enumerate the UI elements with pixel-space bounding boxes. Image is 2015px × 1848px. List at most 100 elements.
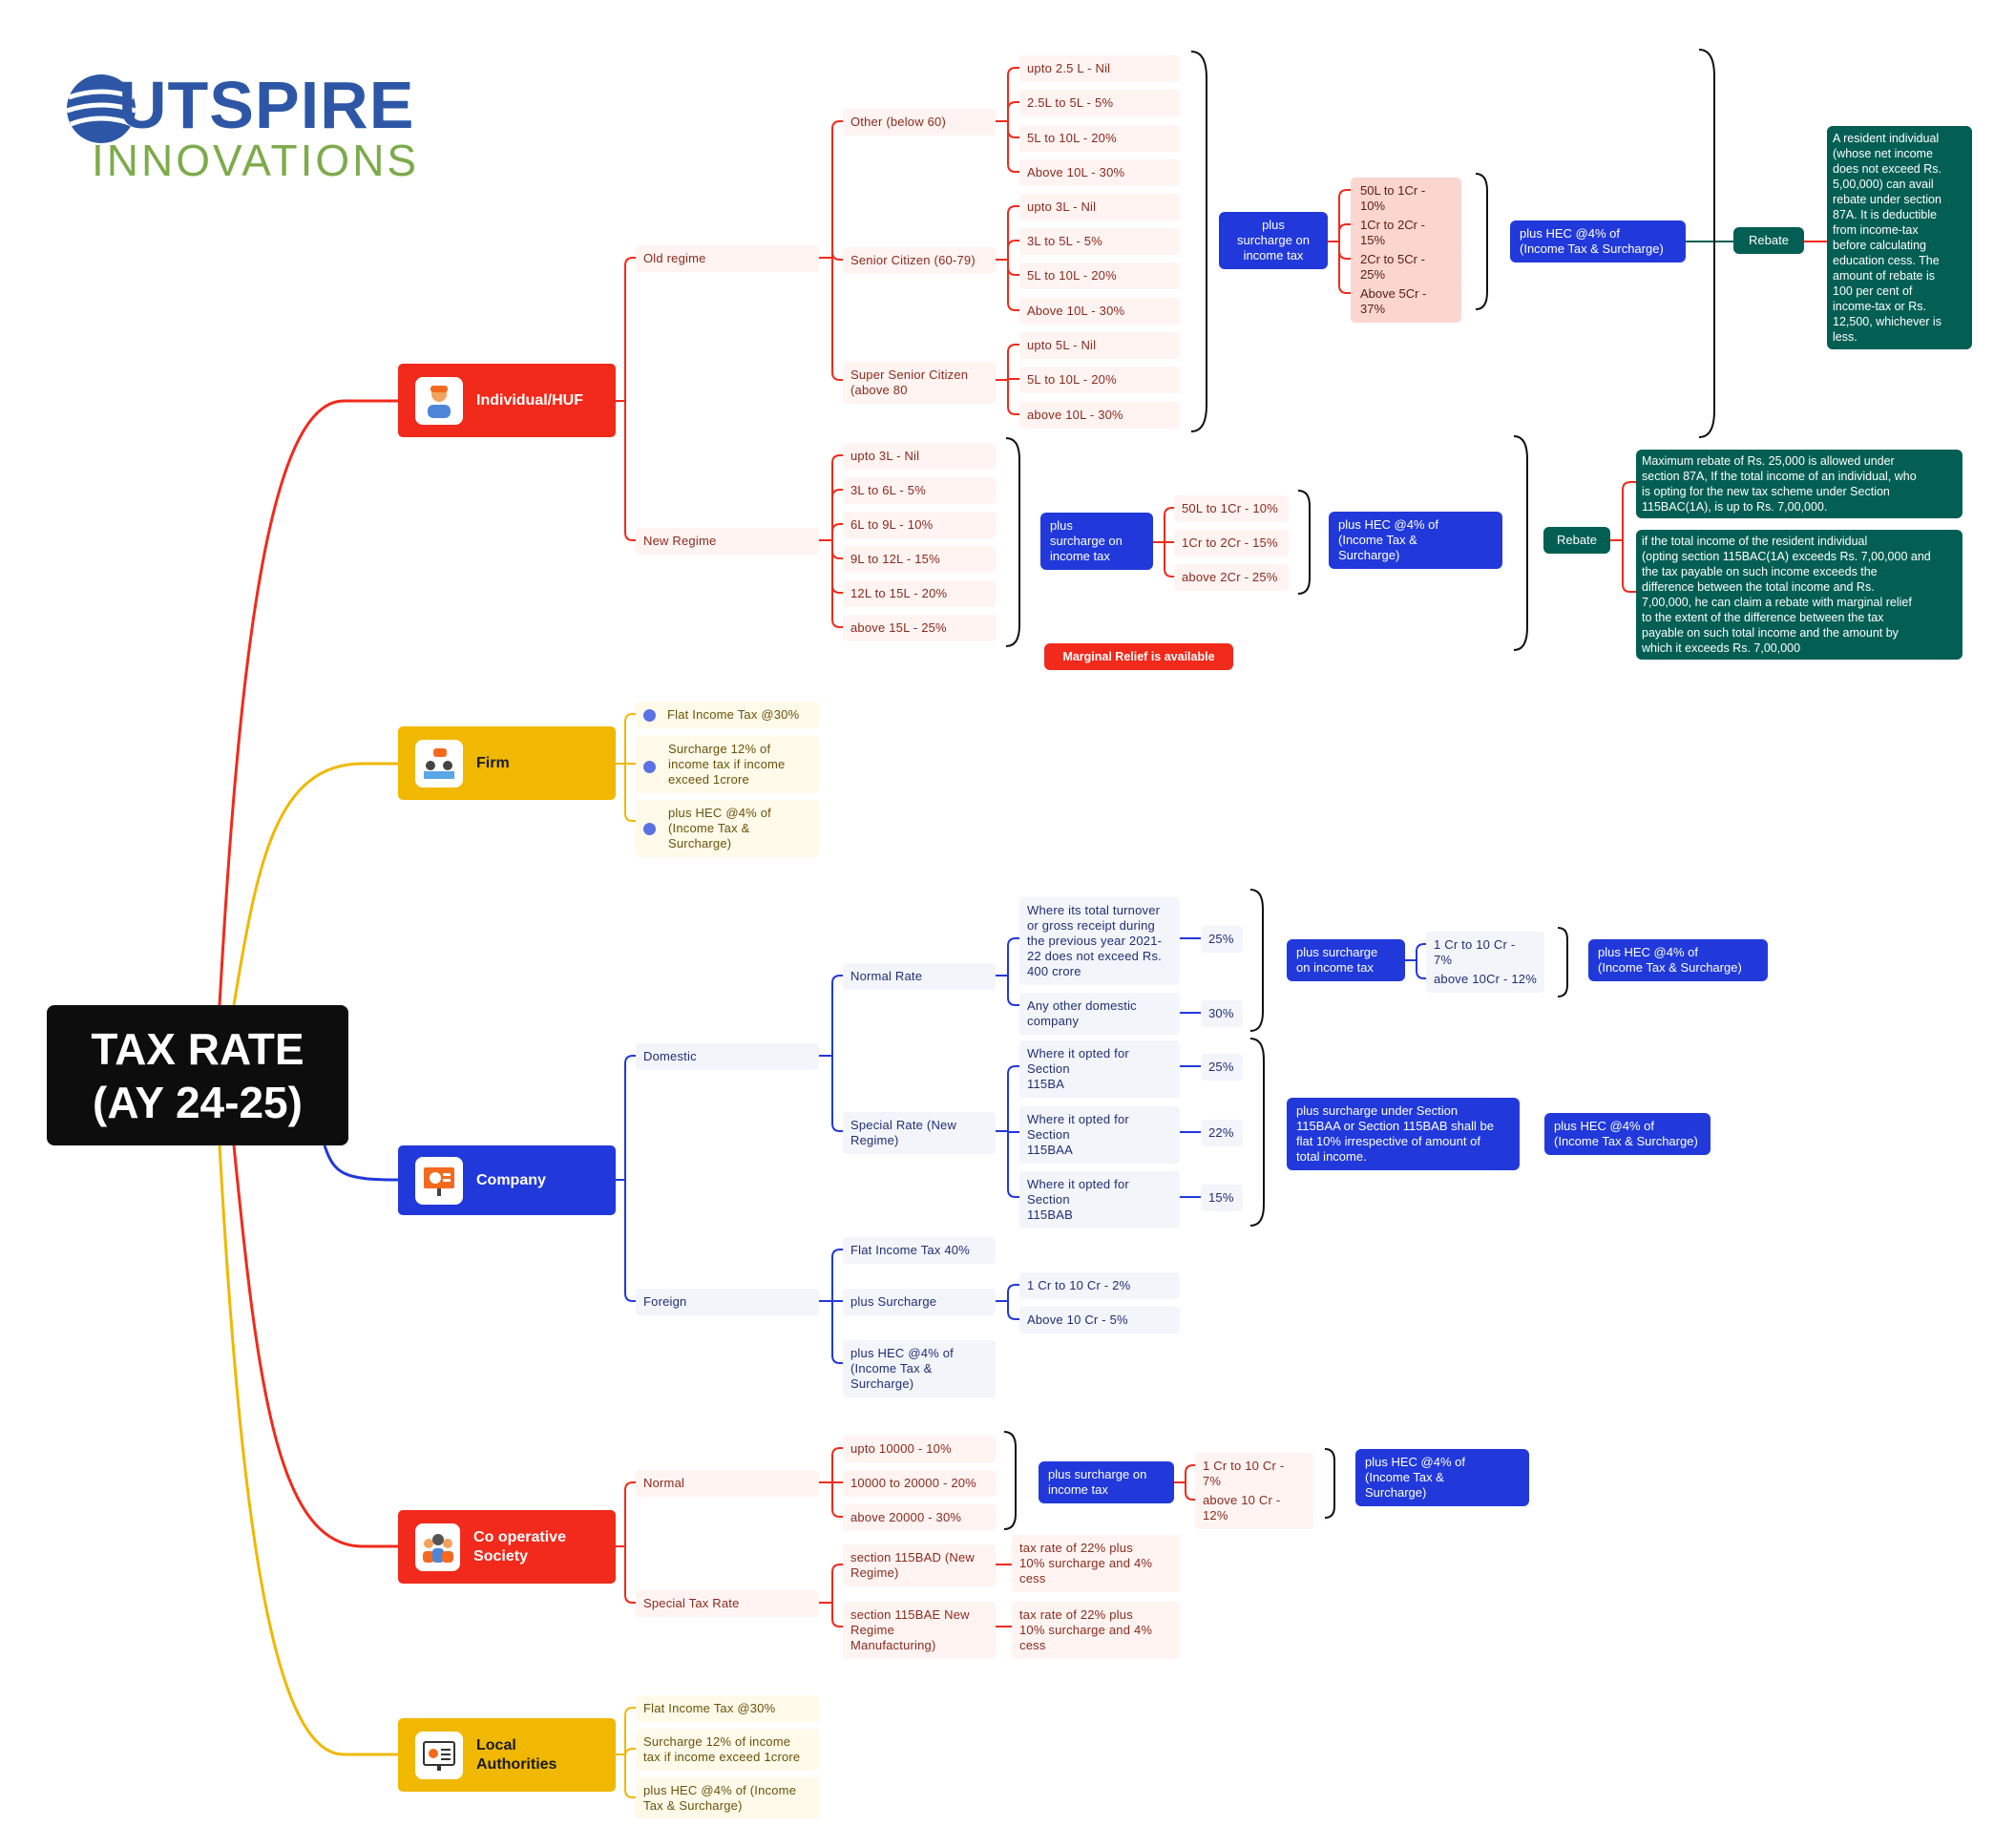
connector-line xyxy=(831,523,843,540)
slab-node: upto 3L - Nil xyxy=(1019,194,1180,220)
rate-value: 25% xyxy=(1201,926,1243,953)
surcharge-slab: above 10 Cr - 12% xyxy=(1195,1487,1313,1529)
normal-rate-condition-b: Any other domestic company xyxy=(1019,993,1180,1035)
person-icon xyxy=(415,376,463,425)
slab-node: 3L to 6L - 5% xyxy=(843,477,996,504)
coop-surcharge-node[interactable]: plus surcharge on income tax xyxy=(1039,1461,1174,1503)
connector-line xyxy=(831,1564,843,1603)
category-firm-label: Firm xyxy=(476,754,510,771)
firm-item: plus HEC @4% of (Income Tax & Surcharge) xyxy=(636,800,819,857)
slab-node: 5L to 10L - 20% xyxy=(1019,367,1180,393)
slab-node: 6L to 9L - 10% xyxy=(843,512,996,538)
connector-line xyxy=(831,975,843,1056)
connector-line xyxy=(831,1482,843,1518)
bracket xyxy=(1475,173,1488,310)
connector-line xyxy=(1164,542,1174,578)
connector-line xyxy=(1622,481,1636,540)
bracket xyxy=(1698,49,1715,438)
bracket xyxy=(1005,437,1020,647)
connector-line xyxy=(1416,943,1426,960)
coop-hec-node[interactable]: plus HEC @4% of (Income Tax & Surcharge) xyxy=(1355,1449,1529,1506)
bracket xyxy=(1297,490,1311,595)
category-coop[interactable]: Co operative Society xyxy=(398,1510,616,1584)
surcharge-slab: 1 Cr to 10 Cr - 2% xyxy=(1019,1272,1180,1299)
connector-line xyxy=(624,1754,636,1798)
connector-line xyxy=(831,1301,843,1364)
special-condition-a: Where it opted for Section 115BA xyxy=(1019,1040,1180,1098)
connector-line xyxy=(1007,121,1019,138)
connector-line xyxy=(624,1707,636,1754)
connector-line xyxy=(1185,1482,1195,1501)
connector-line xyxy=(232,1144,398,1548)
connector-line xyxy=(1007,1284,1019,1301)
slab-node: 2.5L to 5L - 5% xyxy=(1019,90,1180,116)
root-title-line1: TAX RATE xyxy=(91,1023,304,1074)
rate-value: 15% xyxy=(1201,1185,1243,1211)
connector-line xyxy=(1007,344,1019,380)
globe-icon xyxy=(66,74,136,143)
bracket xyxy=(1324,1448,1335,1519)
old-regime-node: Old regime xyxy=(636,245,819,272)
new-surcharge-node[interactable]: plus surcharge on income tax xyxy=(1040,513,1153,570)
root-node: TAX RATE (AY 24-25) xyxy=(47,1005,348,1145)
connector-line xyxy=(831,251,843,261)
special-hec-node[interactable]: plus HEC @4% of (Income Tax & Surcharge) xyxy=(1544,1113,1711,1155)
new-hec-node[interactable]: plus HEC @4% of (Income Tax & Surcharge) xyxy=(1329,512,1502,569)
foreign-surcharge-node: plus Surcharge xyxy=(843,1289,996,1315)
connector-line xyxy=(1622,540,1636,593)
connector-line xyxy=(831,540,843,628)
old-hec-node[interactable]: plus HEC @4% of (Income Tax & Surcharge) xyxy=(1510,220,1686,262)
old-rebate-node[interactable]: Rebate xyxy=(1733,227,1804,254)
new-rebate-text-2: if the total income of the resident indi… xyxy=(1636,530,1963,660)
category-individual[interactable]: Individual/HUF xyxy=(398,364,616,437)
section-115bad-node: section 115BAD (New Regime) xyxy=(843,1544,996,1586)
connector-line xyxy=(232,762,398,1006)
normal-hec-node[interactable]: plus HEC @4% of (Income Tax & Surcharge) xyxy=(1588,939,1768,981)
category-firm[interactable]: Firm xyxy=(398,726,616,800)
category-local[interactable]: Local Authorities xyxy=(398,1718,616,1792)
foreign-hec-node: plus HEC @4% of (Income Tax & Surcharge) xyxy=(843,1340,996,1397)
connector-line xyxy=(624,764,636,822)
special-surcharge-node[interactable]: plus surcharge under Section 115BAA or S… xyxy=(1287,1098,1520,1170)
domestic-node: Domestic xyxy=(636,1043,819,1070)
slab-node: above 20000 - 30% xyxy=(843,1504,996,1531)
connector-line xyxy=(831,1249,843,1301)
local-item: Surcharge 12% of income tax if income ex… xyxy=(636,1729,819,1771)
category-individual-label: Individual/HUF xyxy=(476,391,583,409)
connector-line xyxy=(831,1056,843,1132)
local-item: Flat Income Tax @30% xyxy=(636,1695,819,1722)
connector-line xyxy=(831,454,843,540)
connector-line xyxy=(1007,240,1019,260)
connector-line xyxy=(1338,189,1351,242)
connector-line xyxy=(1338,223,1351,242)
bracket xyxy=(1190,51,1207,432)
connector-line xyxy=(831,540,843,594)
connector-line xyxy=(624,257,636,401)
rate-value: 25% xyxy=(1201,1054,1243,1081)
category-company-label: Company xyxy=(476,1171,546,1188)
logo-line2: INNOVATIONS xyxy=(92,136,420,185)
connector-line xyxy=(1164,507,1174,542)
slab-node: above 15L - 25% xyxy=(843,615,996,641)
connector-line xyxy=(1007,101,1019,121)
category-company[interactable]: Company xyxy=(398,1145,616,1215)
slab-node: Above 10L - 30% xyxy=(1019,159,1180,186)
section-115bae-rate: tax rate of 22% plus 10% surcharge and 4… xyxy=(1012,1602,1180,1659)
bracket xyxy=(1249,889,1264,1032)
old-surcharge-node[interactable]: plus surcharge on income tax xyxy=(1219,212,1328,269)
new-regime-node: New Regime xyxy=(636,528,819,555)
slab-node: upto 2.5 L - Nil xyxy=(1019,55,1180,82)
surcharge-slab: above 10Cr - 12% xyxy=(1426,966,1544,993)
normal-surcharge-node[interactable]: plus surcharge on income tax xyxy=(1287,939,1405,981)
slab-node: 10000 to 20000 - 20% xyxy=(843,1470,996,1497)
bracket xyxy=(1249,1038,1265,1227)
foreign-node: Foreign xyxy=(636,1289,819,1315)
foreign-flat-node: Flat Income Tax 40% xyxy=(843,1237,996,1264)
connector-line xyxy=(624,1546,636,1604)
root-title-line2: (AY 24-25) xyxy=(93,1077,303,1127)
outspire-logo: UTSPIRE INNOVATIONS xyxy=(57,67,439,191)
bracket xyxy=(1513,435,1528,651)
rate-value: 22% xyxy=(1201,1120,1243,1146)
connector-line xyxy=(1007,380,1019,415)
new-rebate-node[interactable]: Rebate xyxy=(1543,527,1610,554)
